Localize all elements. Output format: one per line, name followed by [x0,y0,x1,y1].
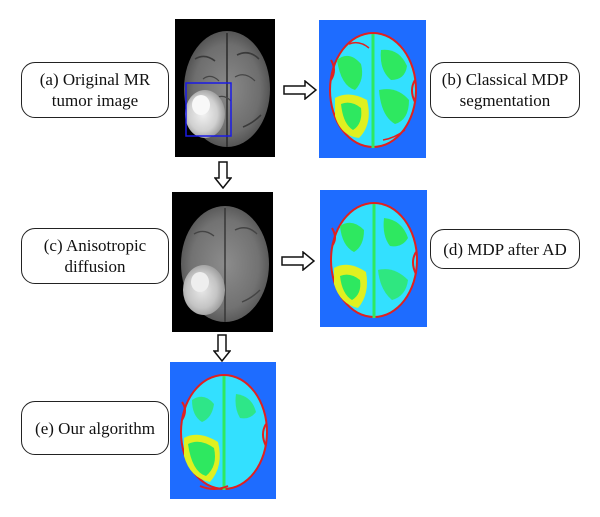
label-a-line2: tumor image [51,91,139,110]
our-algorithm-segmentation [170,362,276,499]
label-c-line1: (c) Anisotropic [43,236,147,255]
label-e-line1: (e) Our algorithm [35,418,155,438]
label-c-line2: diffusion [64,257,126,276]
label-d-mdp-after-ad: (d) MDP after AD [430,229,580,269]
arrow-right-a-to-b-icon [283,80,317,100]
label-e-our-algorithm: (e) Our algorithm [21,401,169,455]
label-a-line1: (a) Original MR [39,70,151,89]
arrow-down-c-to-e-icon [213,334,231,362]
label-b-line2: segmentation [459,91,551,110]
label-a-original-mr: (a) Original MR tumor image [21,62,169,118]
arrow-right-c-to-d-icon [281,251,315,271]
label-d-line1: (d) MDP after AD [443,239,567,259]
anisotropic-diffusion-image [172,192,273,332]
arrow-down-a-to-c-icon [214,161,232,189]
classical-mdp-segmentation [319,20,426,158]
label-c-anisotropic-diffusion: (c) Anisotropic diffusion [21,228,169,284]
mdp-after-ad-segmentation [320,190,427,327]
mr-original-image [175,19,275,157]
label-b-classical-mdp: (b) Classical MDP segmentation [430,62,580,118]
label-b-line1: (b) Classical MDP [441,70,569,89]
